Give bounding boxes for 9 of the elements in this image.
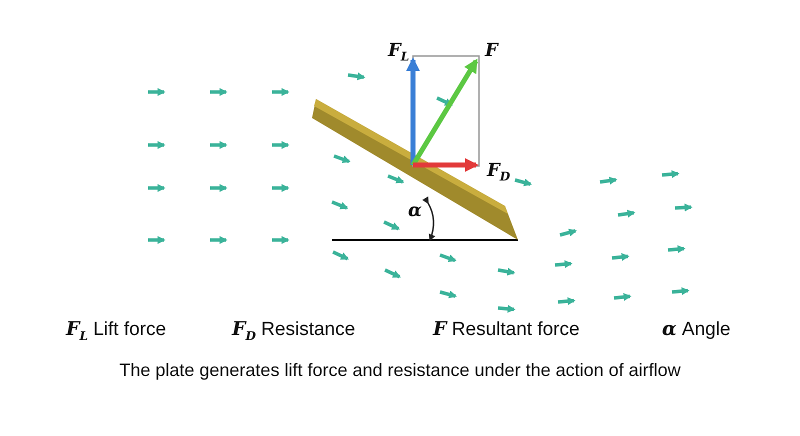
vector-label: F$_{D}$	[487, 160, 510, 184]
angle-symbol: α	[408, 200, 422, 221]
symbol-definition: α Angle	[662, 318, 730, 341]
vector-label: F$_{L}$	[388, 40, 410, 64]
symbol-definition: F Resultant force	[433, 318, 580, 341]
caption: The plate generates lift force and resistance under the action of airflow	[119, 360, 681, 380]
symbol-definition: F$_{D}$ Resistance	[232, 318, 356, 343]
symbol-definition: F$_{L}$ Lift force	[66, 318, 166, 343]
vector-label: F	[485, 40, 498, 61]
